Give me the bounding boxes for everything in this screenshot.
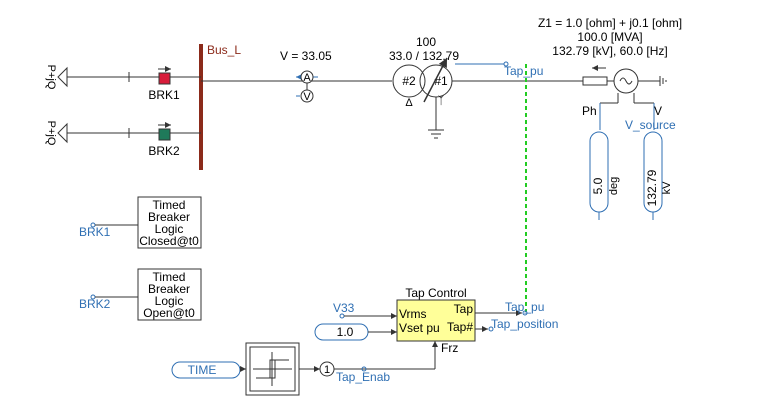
tap-position-signal: Tap_position: [491, 317, 558, 331]
svg-text:V: V: [303, 91, 311, 103]
load-1[interactable]: P+jQ: [45, 65, 129, 90]
meter[interactable]: V = 33.05 A V: [280, 49, 332, 103]
voltage-value: 132.79: [645, 169, 659, 206]
delta-symbol: Δ: [405, 97, 413, 109]
phase-value: 5.0: [591, 177, 605, 194]
brk1-state-indicator: [158, 72, 171, 85]
svg-text:Logic: Logic: [155, 294, 184, 308]
tbl1-signal: BRK1: [79, 225, 111, 239]
source-kv-hz: 132.79 [kV], 60.0 [Hz]: [552, 44, 667, 58]
timed-breaker-logic-1[interactable]: BRK1 Timed Breaker Logic Closed@t0: [79, 196, 202, 249]
breaker-brk1[interactable]: BRK1: [128, 66, 201, 102]
breaker-brk2[interactable]: BRK2: [128, 122, 201, 158]
svg-text:Breaker: Breaker: [148, 210, 190, 224]
brk2-state-indicator: [158, 128, 171, 141]
tap-control-title: Tap Control: [405, 286, 466, 300]
brk2-label: BRK2: [148, 144, 180, 158]
winding-1-label: #1: [434, 74, 448, 88]
bus-label: Bus_L: [207, 43, 241, 57]
vset-value: 1.0: [337, 325, 354, 339]
v-label: V: [654, 104, 662, 118]
svg-text:Tap#: Tap#: [447, 320, 473, 334]
brk1-label: BRK1: [148, 88, 180, 102]
ph-label: Ph: [582, 104, 597, 118]
v-source-signal: V_source: [625, 118, 676, 132]
svg-text:Open@t0: Open@t0: [143, 306, 195, 320]
voltmeter-icon: [300, 89, 314, 103]
svg-text:1: 1: [324, 364, 330, 376]
time-signal: TIME: [188, 363, 217, 377]
transformer-rating: 100: [416, 35, 436, 49]
tap-pu-signal-bottom: Tap_pu: [505, 300, 544, 314]
svg-text:Vrms: Vrms: [399, 307, 427, 321]
voltage-source[interactable]: Z1 = 1.0 [ohm] + j0.1 [ohm] 100.0 [MVA] …: [538, 16, 682, 132]
voltage-slider[interactable]: 132.79 kV: [643, 131, 673, 220]
svg-text:Logic: Logic: [155, 222, 184, 236]
tbl2-signal: BRK2: [79, 297, 111, 311]
tap-enab-signal: Tap_Enab: [336, 370, 390, 384]
phase-slider[interactable]: 5.0 deg: [589, 131, 620, 220]
wye-symbol: ᛉ: [438, 95, 445, 107]
svg-text:Timed: Timed: [153, 198, 186, 212]
load-2-label: P+jQ: [45, 121, 57, 146]
load-2[interactable]: P+jQ: [45, 121, 129, 146]
source-impedance: Z1 = 1.0 [ohm] + j0.1 [ohm]: [538, 16, 682, 30]
svg-text:Closed@t0: Closed@t0: [139, 234, 199, 248]
winding-2-label: #2: [402, 74, 416, 88]
v33-signal: V33: [333, 301, 355, 315]
time-chain[interactable]: TIME 1 Tap_Enab: [171, 341, 438, 396]
tap-control-block[interactable]: Tap Control Vrms Vset pu Tap Tap# Frz: [396, 286, 476, 355]
svg-text:Breaker: Breaker: [148, 282, 190, 296]
tap-control-wiring: V33 1.0 Tap_pu Tap_position: [314, 300, 558, 341]
svg-text:Timed: Timed: [153, 270, 186, 284]
svg-text:Vset pu: Vset pu: [399, 321, 440, 335]
phase-unit: deg: [608, 177, 620, 195]
svg-text:A: A: [303, 72, 311, 84]
transformer-voltages: 33.0 / 132.79: [389, 49, 459, 63]
transformer[interactable]: 100 33.0 / 132.79 #2 #1 Δ ᛉ Tap_pu: [384, 35, 583, 139]
svg-text:Tap: Tap: [454, 302, 474, 316]
load-1-label: P+jQ: [45, 65, 57, 90]
timed-breaker-logic-2[interactable]: BRK2 Timed Breaker Logic Open@t0: [79, 268, 202, 321]
source-mva: 100.0 [MVA]: [577, 30, 642, 44]
tap-pu-signal-top: Tap_pu: [504, 64, 543, 78]
svg-text:Frz: Frz: [441, 341, 458, 355]
voltage-readout: V = 33.05: [280, 49, 332, 63]
voltage-unit: kV: [661, 181, 673, 195]
